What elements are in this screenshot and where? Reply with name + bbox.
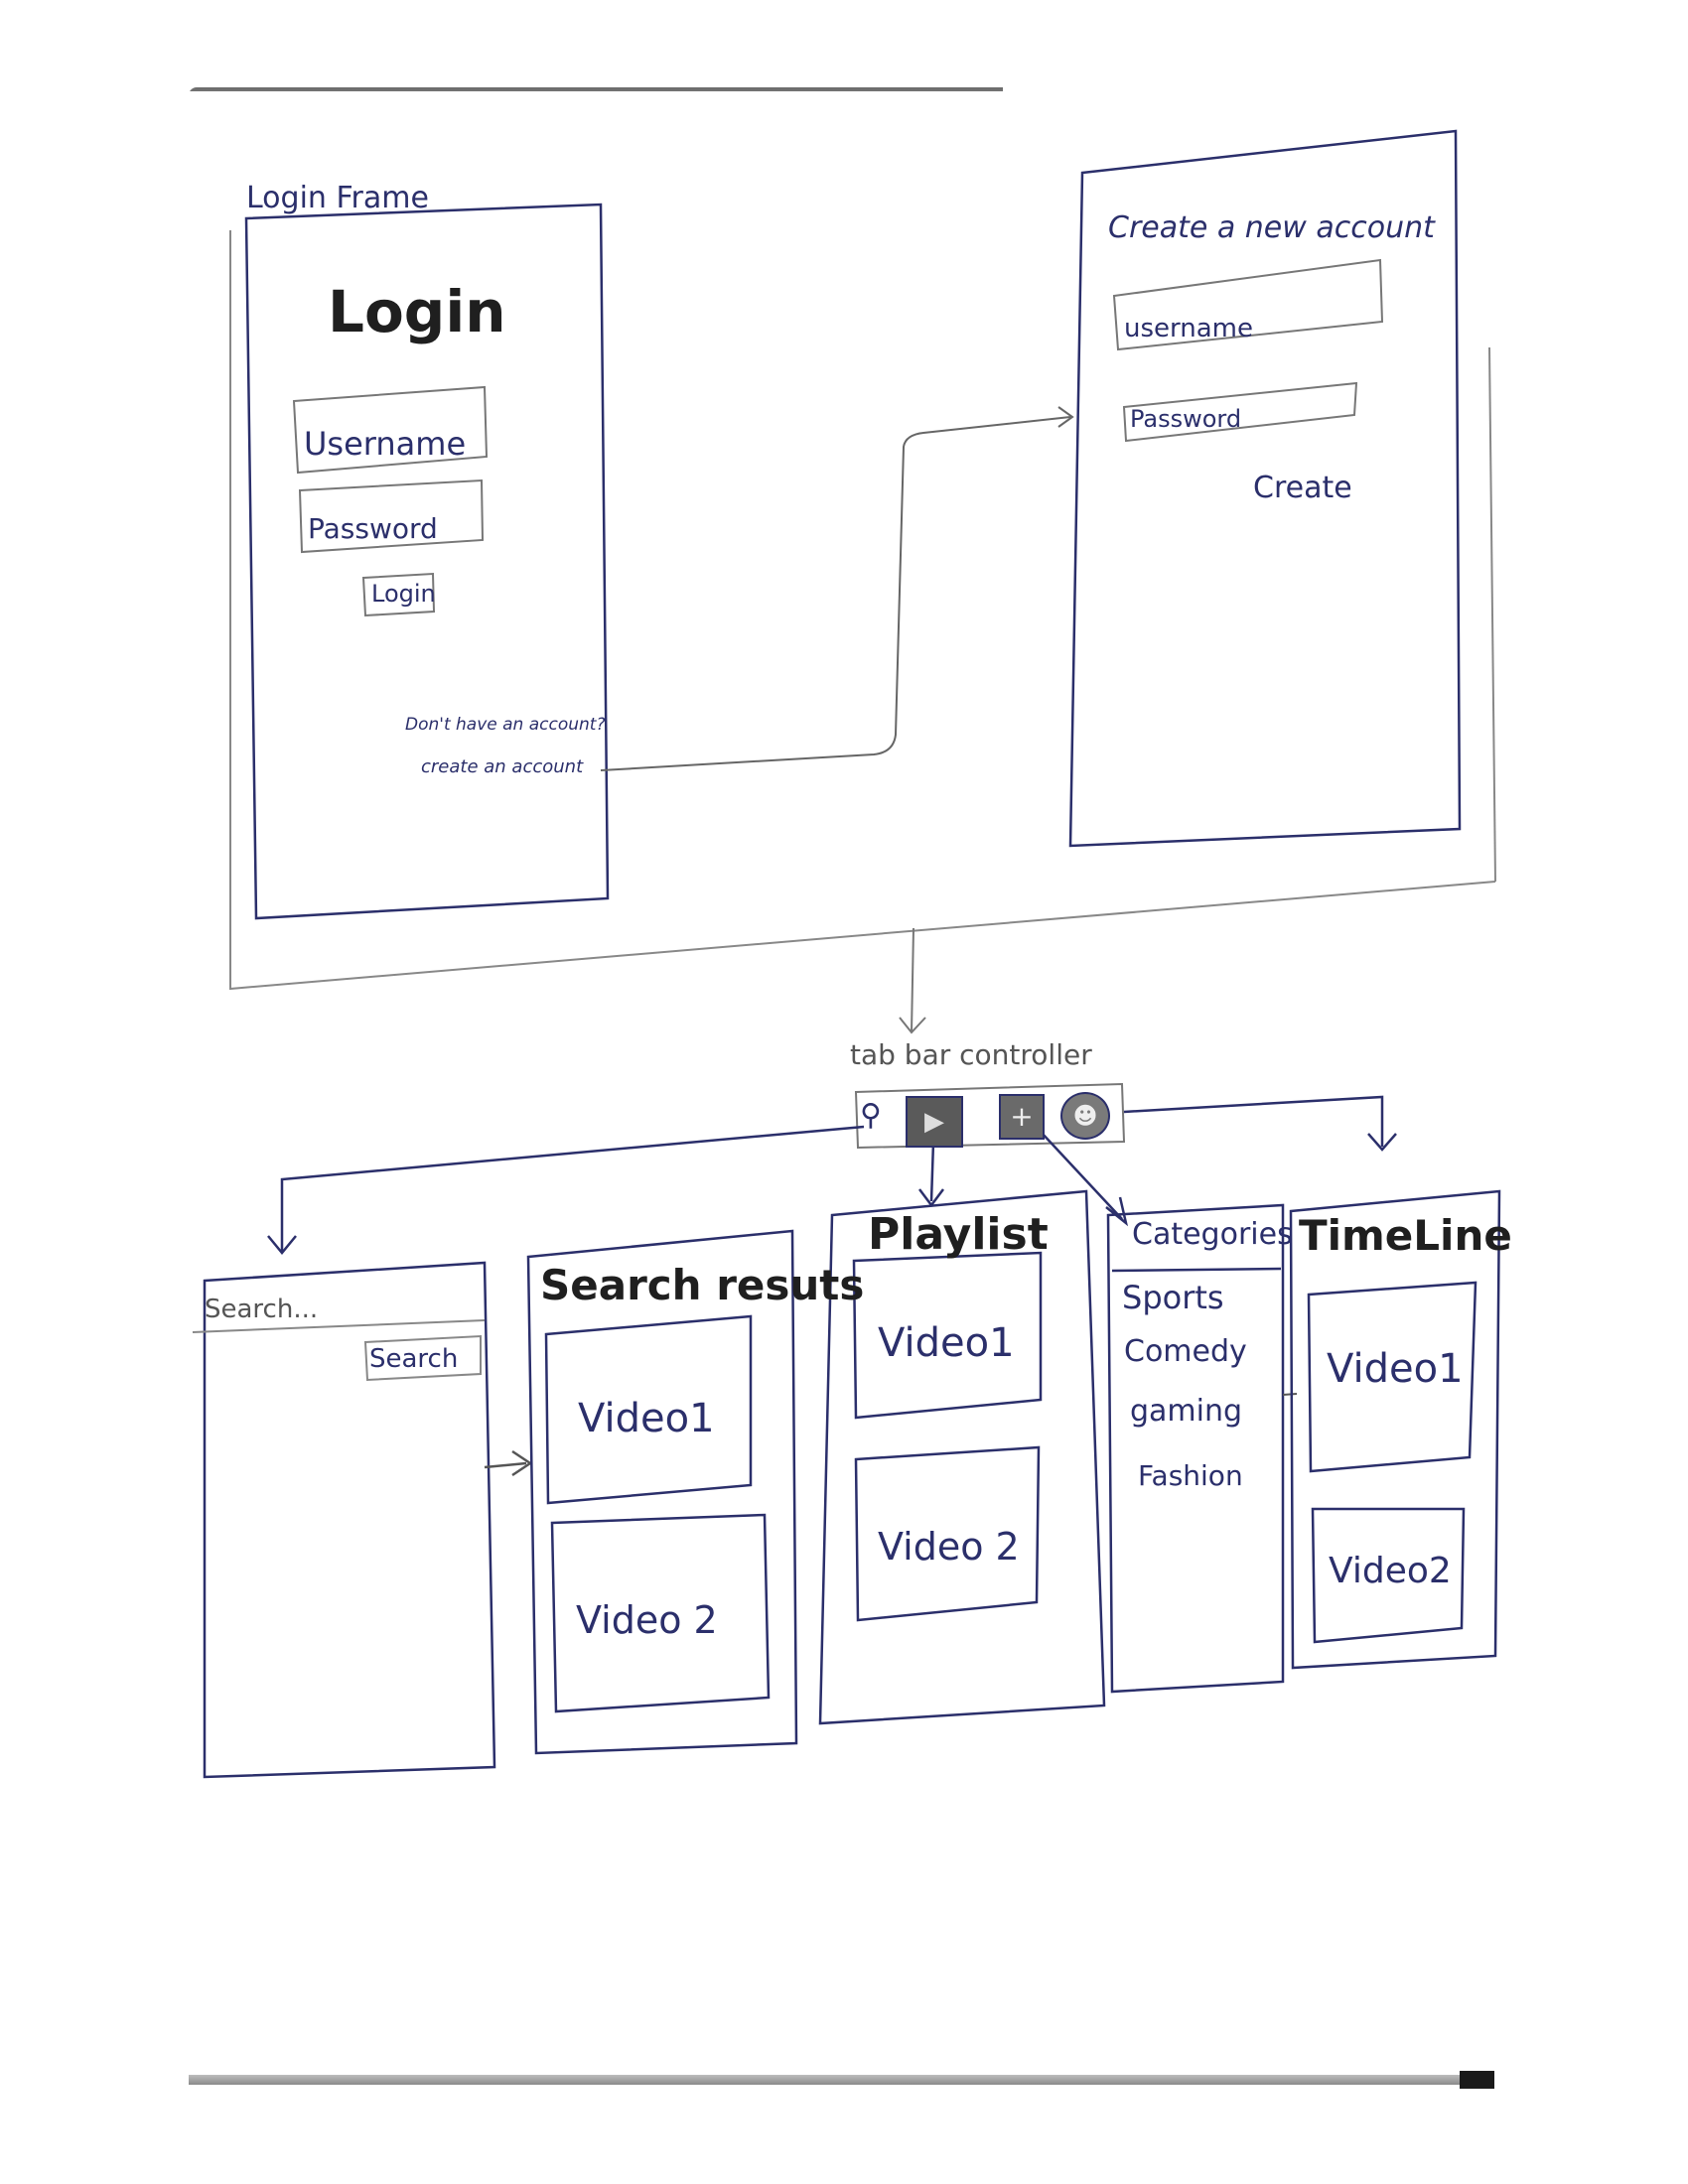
playlist-video-2[interactable]: Video 2 — [878, 1525, 1020, 1569]
login-username-input[interactable]: Username — [304, 425, 467, 463]
play-icon[interactable]: ▶ — [906, 1096, 963, 1148]
login-button-box — [361, 572, 436, 617]
search-button[interactable]: Search — [369, 1344, 459, 1374]
paper-bottom-corner — [1460, 2071, 1494, 2089]
search-button-box — [363, 1334, 482, 1382]
create-username-input[interactable]: username — [1124, 314, 1253, 343]
connector-results — [484, 1449, 533, 1477]
connector-timeline — [1282, 1393, 1298, 1396]
login-password-input[interactable]: Password — [308, 512, 438, 545]
timeline-frame — [1289, 1189, 1501, 1670]
profile-icon[interactable]: ☻ — [1060, 1092, 1110, 1140]
connector-tab-bar — [899, 927, 926, 1034]
search-results-title: Search resuts — [540, 1261, 865, 1309]
create-account-frame — [1068, 129, 1462, 848]
create-button[interactable]: Create — [1253, 471, 1352, 505]
create-account-link[interactable]: create an account — [421, 756, 584, 777]
connector-create-account — [600, 406, 1074, 771]
create-account-title: Create a new account — [1108, 210, 1435, 245]
search-results-videos — [544, 1314, 771, 1713]
search-results-video-2[interactable]: Video 2 — [576, 1598, 718, 1642]
search-icon[interactable]: ⚲ — [860, 1098, 882, 1133]
login-button[interactable]: Login — [371, 580, 436, 608]
login-password-box — [298, 478, 485, 554]
add-icon[interactable]: + — [999, 1094, 1045, 1140]
category-item-gaming[interactable]: gaming — [1130, 1394, 1243, 1429]
login-frame — [244, 203, 610, 920]
search-results-frame — [526, 1229, 798, 1755]
no-account-text: Don't have an account? — [405, 715, 606, 735]
categories-frame — [1106, 1203, 1285, 1694]
playlist-videos — [852, 1251, 1043, 1622]
login-username-box — [292, 385, 489, 475]
login-frame-caption: Login Frame — [246, 181, 429, 215]
category-item-comedy[interactable]: Comedy — [1124, 1334, 1247, 1369]
playlist-video-1[interactable]: Video1 — [878, 1320, 1015, 1366]
playlist-title: Playlist — [868, 1209, 1049, 1260]
search-screen-lines — [192, 1319, 486, 1382]
top-bracket — [229, 230, 1496, 991]
timeline-title: TimeLine — [1299, 1211, 1512, 1260]
categories-title: Categories — [1132, 1217, 1293, 1252]
create-username-box — [1112, 258, 1384, 351]
tab-bar-box — [854, 1082, 1126, 1150]
search-input[interactable]: Search... — [205, 1295, 319, 1324]
search-results-video-1[interactable]: Video1 — [578, 1396, 715, 1441]
tab-bar-connectors — [267, 1095, 1397, 1255]
login-inputs — [292, 385, 489, 617]
playlist-frame — [818, 1189, 1106, 1725]
category-item-fashion[interactable]: Fashion — [1138, 1459, 1243, 1492]
paper-bottom-edge — [189, 2075, 1494, 2085]
timeline-video-2[interactable]: Video2 — [1329, 1551, 1452, 1591]
category-item-sports[interactable]: Sports — [1122, 1279, 1224, 1316]
search-screen-frame — [203, 1261, 496, 1779]
login-title: Login — [328, 278, 506, 345]
create-inputs — [1112, 258, 1384, 443]
create-password-box — [1122, 381, 1358, 443]
tab-bar-label: tab bar controller — [850, 1038, 1092, 1071]
create-password-input[interactable]: Password — [1130, 405, 1242, 433]
timeline-videos — [1307, 1281, 1477, 1644]
timeline-video-1[interactable]: Video1 — [1327, 1346, 1464, 1392]
